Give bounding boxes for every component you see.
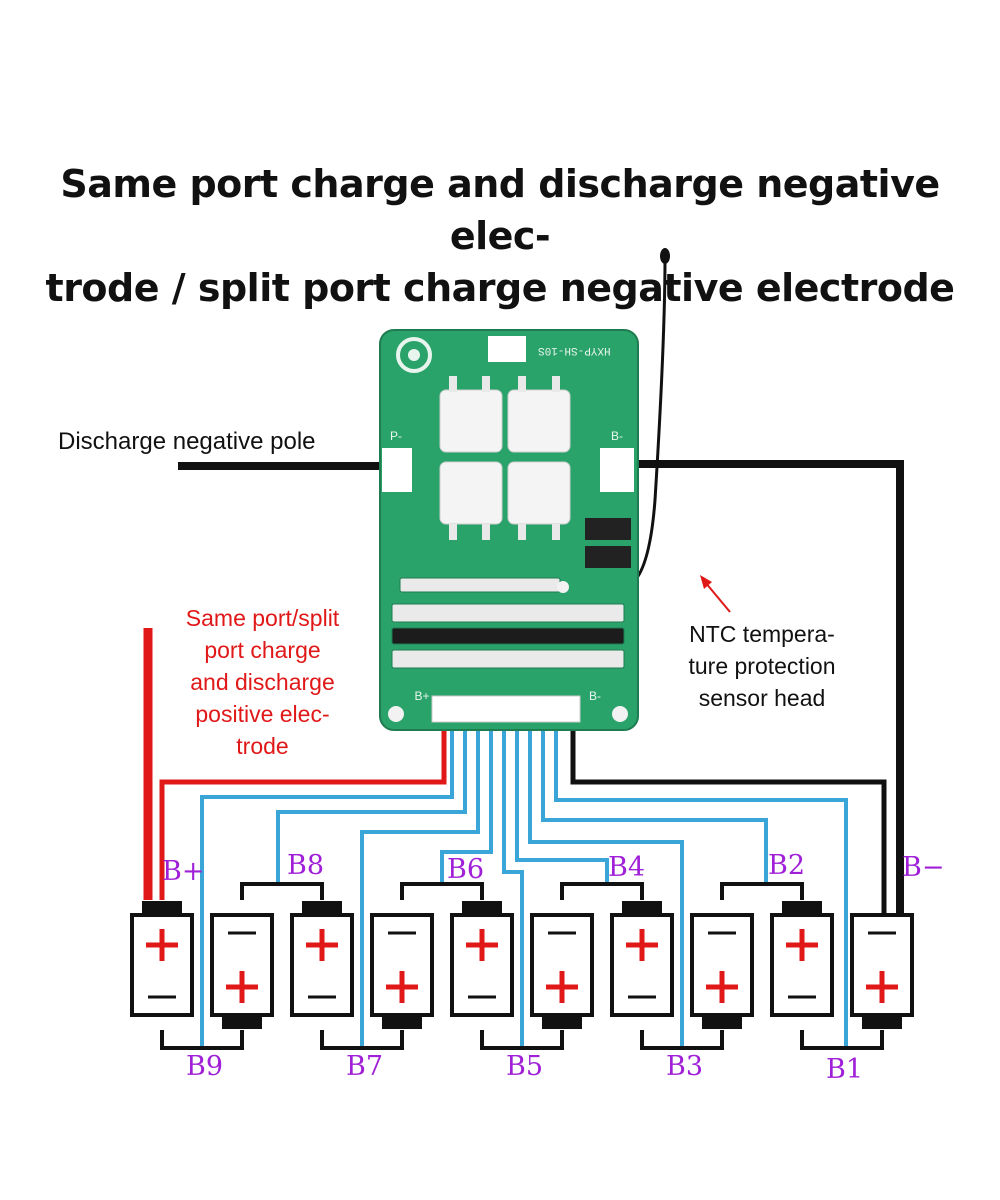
ntc-label-line-1: NTC tempera- [689, 621, 835, 647]
jumper-bottom-1 [160, 1030, 244, 1050]
ntc-sensor-tip [660, 248, 670, 264]
battery-cell [210, 913, 274, 1029]
tap-labels: B+ B8 B6 B4 B2 B− B9 B7 B5 B3 B1 [162, 850, 944, 1085]
ntc-sensor-wire [629, 257, 667, 587]
b-minus-wire [610, 460, 904, 915]
cell-terminal [142, 901, 182, 915]
ntc-label-line-3: sensor head [698, 685, 826, 711]
balance-wire-b4 [515, 720, 609, 885]
positive-label-line-5: trode [236, 733, 289, 759]
b-minus-lead [570, 720, 887, 920]
plus-icon [546, 971, 578, 1003]
plus-icon [706, 971, 738, 1003]
battery-cell [850, 913, 914, 1029]
battery-cell [370, 913, 434, 1029]
tap-label-b6: B6 [447, 854, 484, 885]
cell-terminal [702, 1015, 742, 1029]
balance-wire-b3 [528, 720, 684, 1048]
jumper-bottom-4 [640, 1030, 724, 1050]
positive-wire-b [159, 720, 447, 900]
tap-label-b8: B8 [287, 850, 324, 881]
title-line-1: Same port charge and discharge negative … [60, 162, 940, 258]
battery-cell [690, 913, 754, 1029]
jumper-top-3 [560, 882, 644, 900]
battery-cell [530, 913, 594, 1029]
cell-terminal [542, 1015, 582, 1029]
tap-label-b-plus: B+ [162, 856, 204, 887]
balance-wire-b6 [440, 720, 493, 885]
pad-b-label: B- [611, 429, 623, 443]
board-model: HXYP-SH-10S [538, 344, 611, 356]
battery-cell [290, 901, 354, 1017]
tap-label-b9: B9 [186, 1051, 223, 1082]
jumper-top-1 [240, 882, 324, 900]
plus-icon [386, 971, 418, 1003]
plus-icon [146, 929, 178, 961]
balance-wire-b9 [200, 720, 454, 1048]
plus-icon [786, 929, 818, 961]
component-rows [391, 577, 625, 669]
pad-p-label: P- [390, 429, 402, 443]
battery-cell [770, 901, 834, 1017]
positive-label-line-2: port charge [204, 637, 321, 663]
cell-terminal [862, 1015, 902, 1029]
cell-terminal [302, 901, 342, 915]
battery-cell [610, 901, 674, 1017]
balance-wire-b2 [541, 720, 768, 885]
jumper-bottom-5 [800, 1030, 884, 1050]
logo-icon [396, 337, 432, 373]
wires [143, 248, 904, 1048]
balance-connector [431, 695, 581, 723]
cell-terminal [622, 901, 662, 915]
battery-cell [130, 901, 194, 1017]
plus-icon [306, 929, 338, 961]
b-minus-pad [600, 448, 634, 492]
positive-label-line-1: Same port/split [185, 605, 340, 631]
ntc-arrow [700, 575, 731, 613]
jumper-top-2 [400, 882, 484, 900]
title-line-2: trode / split port charge negative elect… [45, 266, 955, 310]
series-jumpers [160, 882, 884, 1050]
tap-label-b3: B3 [666, 1051, 703, 1082]
balance-wire-b8 [276, 720, 467, 885]
battery-cell [450, 901, 514, 1017]
positive-electrode-label: Same port/split port charge and discharg… [150, 602, 375, 762]
cell-terminal [222, 1015, 262, 1029]
connector-plus-label: B+ [414, 689, 429, 703]
positive-label-line-3: and discharge [190, 669, 335, 695]
discharge-negative-label: Discharge negative pole [58, 428, 316, 455]
tap-label-b5: B5 [506, 1051, 543, 1082]
plus-icon [226, 971, 258, 1003]
balance-wire-b7 [360, 720, 480, 1048]
tap-label-b7: B7 [346, 1051, 383, 1082]
battery-cells [130, 901, 914, 1029]
plus-icon [466, 929, 498, 961]
plus-icon [866, 971, 898, 1003]
tap-label-b1: B1 [826, 1054, 863, 1085]
balance-wire-b5 [502, 720, 524, 1048]
plus-icon [626, 929, 658, 961]
tap-label-b2: B2 [768, 850, 805, 881]
balance-wires [200, 720, 848, 1048]
jumper-bottom-3 [480, 1030, 564, 1050]
cell-terminal [782, 901, 822, 915]
connector-minus-label: B- [589, 689, 601, 703]
tap-label-b4: B4 [608, 852, 645, 883]
jumper-bottom-2 [320, 1030, 404, 1050]
cell-terminal [382, 1015, 422, 1029]
jumper-top-4 [720, 882, 804, 900]
p-minus-pad [382, 448, 412, 492]
tap-label-b-minus: B− [902, 852, 944, 883]
mosfets [439, 389, 571, 525]
positive-label-line-4: positive elec- [195, 701, 330, 727]
diagram-title: Same port charge and discharge negative … [30, 158, 970, 314]
balance-wire-b1 [554, 720, 848, 1048]
ntc-label-line-2: ture protection [688, 653, 836, 679]
cell-terminal [462, 901, 502, 915]
ntc-sensor-label: NTC tempera- ture protection sensor head [662, 618, 862, 714]
bms-board: HXYP-SH-10S P- B- [379, 329, 639, 731]
